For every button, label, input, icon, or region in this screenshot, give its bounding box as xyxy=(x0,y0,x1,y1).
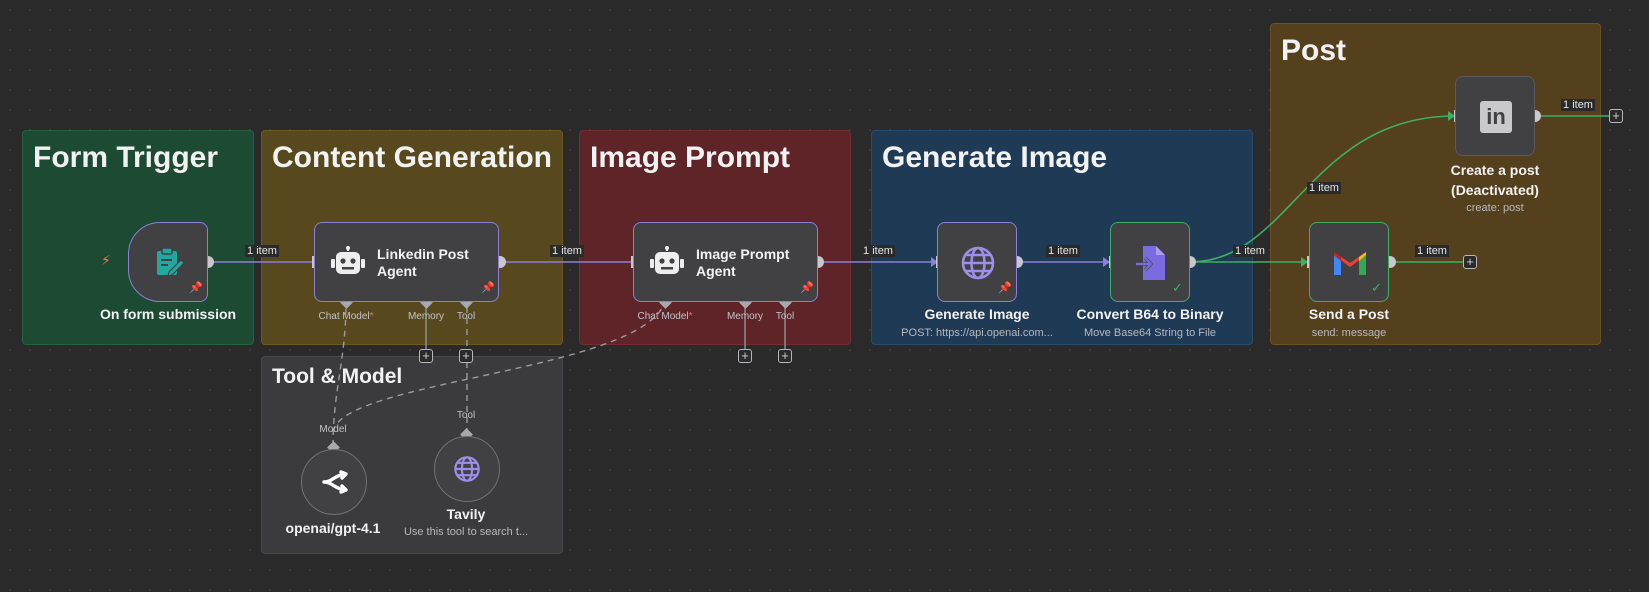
pin-icon: 📌 xyxy=(800,282,814,294)
node-subtitle: POST: https://api.openai.com... xyxy=(901,327,1053,339)
node-label: On form submission xyxy=(99,306,237,322)
linkedin-icon: in xyxy=(1480,101,1512,133)
port-label-model: Model xyxy=(319,424,347,435)
wire-openai-to-linkedin-agent xyxy=(332,301,347,447)
connection-item-count: 1 item xyxy=(1561,99,1595,111)
group-title: Content Generation xyxy=(272,141,553,174)
node-openai-gpt[interactable] xyxy=(301,449,367,515)
node-subtitle: create: post xyxy=(1466,202,1524,214)
node-title-line2: Agent xyxy=(696,263,736,279)
add-tool-button[interactable]: + xyxy=(778,349,792,363)
port-label-memory: Memory xyxy=(726,311,764,322)
add-node-button[interactable]: + xyxy=(1609,109,1623,123)
add-memory-button[interactable]: + xyxy=(419,349,433,363)
robot-icon xyxy=(648,243,686,281)
add-memory-button[interactable]: + xyxy=(738,349,752,363)
group-title: Generate Image xyxy=(882,141,1108,174)
node-title-line2: Agent xyxy=(377,263,417,279)
connection-item-count: 1 item xyxy=(1046,245,1080,257)
node-title-line1: Image Prompt xyxy=(696,246,790,262)
pin-icon: 📌 xyxy=(998,282,1012,294)
node-label-line1: Create a post xyxy=(1450,162,1540,178)
node-subtitle: Move Base64 String to File xyxy=(1083,327,1217,339)
connection-item-count: 1 item xyxy=(1233,245,1267,257)
group-title: Tool & Model xyxy=(272,365,403,388)
node-label: Send a Post xyxy=(1308,306,1390,322)
form-edit-icon xyxy=(149,241,189,281)
robot-icon xyxy=(329,243,367,281)
pin-icon: 📌 xyxy=(481,282,495,294)
connection-item-count: 1 item xyxy=(1307,182,1341,194)
success-check-icon: ✓ xyxy=(1172,280,1183,295)
node-create-a-post[interactable]: in xyxy=(1455,76,1535,156)
port-label-tool: Tool xyxy=(456,410,476,421)
node-label: Convert B64 to Binary xyxy=(1076,306,1224,322)
port-label-memory: Memory xyxy=(407,311,445,322)
connection-item-count: 1 item xyxy=(1415,245,1449,257)
trigger-bolt-icon: ⚡ xyxy=(101,252,111,268)
node-label: Generate Image xyxy=(924,306,1030,322)
group-title: Image Prompt xyxy=(590,141,791,174)
node-convert-b64[interactable]: ✓ xyxy=(1110,222,1190,302)
wire-openai-to-image-agent xyxy=(332,301,666,433)
port-label-tool: Tool xyxy=(775,311,795,322)
add-node-button[interactable]: + xyxy=(1463,255,1477,269)
node-title-line1: Linkedin Post xyxy=(377,246,469,262)
port-label-tool: Tool xyxy=(456,311,476,322)
node-label-line2: (Deactivated) xyxy=(1451,182,1539,198)
node-tavily[interactable] xyxy=(434,436,500,502)
group-tool-model[interactable]: Tool & Model xyxy=(261,356,563,554)
node-label: openai/gpt-4.1 xyxy=(285,520,381,536)
node-subtitle: send: message xyxy=(1311,327,1387,339)
node-form-trigger[interactable]: 📌 xyxy=(128,222,208,302)
group-form-trigger[interactable]: Form Trigger xyxy=(22,130,254,345)
connection-item-count: 1 item xyxy=(861,245,895,257)
globe-icon xyxy=(451,453,483,485)
connection-item-count: 1 item xyxy=(550,245,584,257)
add-tool-button[interactable]: + xyxy=(459,349,473,363)
port-label-chat-model: Chat Model* xyxy=(637,311,693,322)
wire-convert-to-create xyxy=(1189,115,1456,263)
gmail-icon xyxy=(1330,245,1370,281)
port-label-chat-model: Chat Model* xyxy=(318,311,374,322)
globe-icon xyxy=(958,243,998,283)
openrouter-icon xyxy=(317,465,350,498)
group-title: Post xyxy=(1281,34,1347,67)
node-send-a-post[interactable]: ✓ xyxy=(1309,222,1389,302)
success-check-icon: ✓ xyxy=(1371,280,1382,295)
file-convert-icon xyxy=(1131,243,1171,283)
node-generate-image[interactable]: 📌 xyxy=(937,222,1017,302)
pin-icon: 📌 xyxy=(189,282,203,294)
node-label: Tavily xyxy=(446,506,486,522)
node-subtitle: Use this tool to search t... xyxy=(403,526,529,538)
node-linkedin-post-agent[interactable]: Linkedin Post Agent 📌 xyxy=(314,222,499,302)
group-title: Form Trigger xyxy=(33,141,219,174)
node-image-prompt-agent[interactable]: Image Prompt Agent 📌 xyxy=(633,222,818,302)
connection-item-count: 1 item xyxy=(245,245,279,257)
